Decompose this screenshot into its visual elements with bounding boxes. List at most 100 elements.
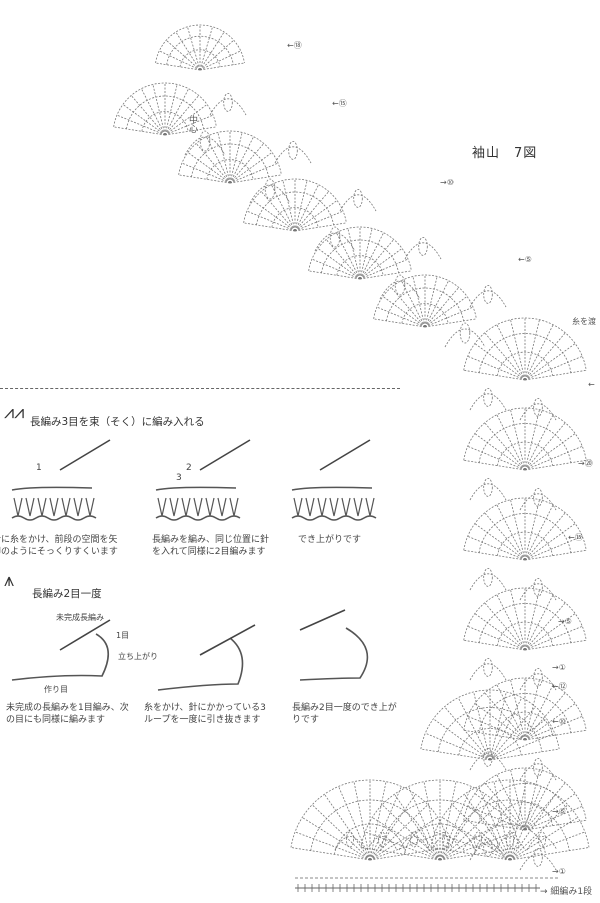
- fan-spoke: [457, 697, 491, 761]
- pineapple-mark: [409, 831, 418, 848]
- fan-spoke: [524, 512, 566, 561]
- fan-arc: [206, 159, 254, 180]
- shell-loop: [462, 836, 494, 851]
- fan-spoke: [439, 831, 516, 861]
- row-marker: →⑤: [558, 617, 572, 626]
- fan-spoke: [369, 847, 450, 861]
- fan-arc: [497, 621, 553, 646]
- stitch-drawing: [353, 497, 363, 517]
- chain-row: [291, 515, 377, 521]
- stitch-drawing: [317, 497, 327, 517]
- fan-spoke: [467, 715, 526, 741]
- fan-arc: [386, 287, 464, 321]
- fan-arc: [271, 207, 319, 228]
- fan-spoke: [401, 280, 426, 328]
- fan-spoke: [463, 459, 526, 471]
- fan-spoke: [524, 445, 583, 471]
- pineapple-mark: [418, 236, 428, 256]
- row-marker: ←: [588, 380, 595, 389]
- fan-arc: [463, 497, 587, 551]
- fan-spoke: [294, 831, 371, 861]
- fan-arc: [243, 178, 347, 223]
- fan-arc: [420, 689, 560, 750]
- fan-arc: [113, 82, 217, 127]
- fan-spoke: [424, 318, 477, 328]
- fan-spoke: [424, 306, 474, 328]
- fan-arc: [478, 783, 572, 823]
- pineapple-mark: [533, 397, 543, 417]
- fan-arc: [497, 531, 553, 556]
- stitch-drawing: [181, 497, 191, 517]
- fan-spoke: [199, 62, 245, 71]
- stitch-drawing: [25, 497, 35, 517]
- fan-spoke: [369, 817, 438, 861]
- stitch-drawing: [293, 497, 303, 517]
- fan-spoke: [141, 88, 166, 136]
- fan-spoke: [175, 31, 201, 71]
- fan-arc: [141, 111, 189, 132]
- fan-spoke: [364, 831, 441, 861]
- fan-spoke: [260, 191, 296, 232]
- fan-spoke: [338, 786, 371, 861]
- crochet-hook: [319, 439, 371, 471]
- fan-spoke: [159, 50, 201, 71]
- fan-spoke: [439, 781, 457, 861]
- fan-spoke: [524, 422, 566, 471]
- fan-spoke: [187, 152, 231, 184]
- section2-step-1: 未完成の長編みを1目編み、次の目にも同様に編みます: [6, 703, 129, 725]
- stitch-drawing: [341, 497, 351, 517]
- fan-spoke: [509, 794, 556, 861]
- pineapple-mark: [483, 284, 493, 304]
- step-number: 2: [186, 463, 192, 473]
- fan-arc: [478, 693, 572, 733]
- stitch-drawing: [329, 497, 339, 517]
- stitch-drawing: [73, 497, 83, 517]
- stitch-drawing: [365, 497, 375, 517]
- fan-spoke: [130, 95, 166, 136]
- fan-arc: [463, 677, 587, 731]
- fan-spoke: [229, 136, 254, 184]
- fan-spoke: [252, 200, 296, 232]
- fan-spoke: [376, 306, 426, 328]
- fan-spoke: [509, 786, 542, 861]
- pineapple-mark: [533, 758, 543, 777]
- base-row-label: → 細編み1段: [540, 887, 593, 897]
- fan-spoke: [489, 691, 507, 761]
- fan-spoke: [381, 804, 441, 861]
- fan-spoke: [373, 318, 426, 328]
- pineapple-mark: [353, 188, 363, 208]
- fan-spoke: [425, 732, 491, 761]
- fan-spoke: [451, 804, 511, 861]
- fan-spoke: [206, 136, 231, 184]
- label-incomplete-dc: 未完成長編み: [56, 613, 104, 622]
- fan-spoke: [484, 512, 526, 561]
- crochet-hook: [299, 609, 346, 631]
- stitch-drawing: [61, 497, 71, 517]
- fan-spoke: [484, 422, 526, 471]
- fan-arc: [336, 255, 384, 276]
- stitch-drawing: [49, 497, 59, 517]
- shell-loop: [334, 836, 366, 851]
- fan-spoke: [493, 781, 511, 861]
- section2-heading: 長編み2目一度: [32, 588, 102, 600]
- fan-arc: [478, 423, 572, 463]
- triple-treble-symbol-icon: ⩘⩘: [4, 402, 25, 423]
- pineapple-mark: [264, 178, 276, 200]
- shell-loop: [469, 753, 507, 771]
- fan-spoke: [463, 369, 526, 381]
- row-marker: ←⑫: [552, 682, 567, 691]
- fan-spoke: [353, 781, 371, 861]
- pineapple-mark: [345, 831, 354, 848]
- fan-spoke: [122, 104, 166, 136]
- row-marker: ←⑩: [552, 717, 566, 726]
- fan-spoke: [524, 639, 587, 651]
- fan-spoke: [324, 794, 371, 861]
- shell-loop: [444, 328, 486, 348]
- row-marker: →①: [552, 663, 566, 672]
- fan-spoke: [430, 847, 511, 861]
- chain-curl: [11, 633, 109, 681]
- pineapple-mark: [533, 487, 543, 507]
- fan-arc: [191, 143, 269, 177]
- fan-spoke: [439, 817, 508, 861]
